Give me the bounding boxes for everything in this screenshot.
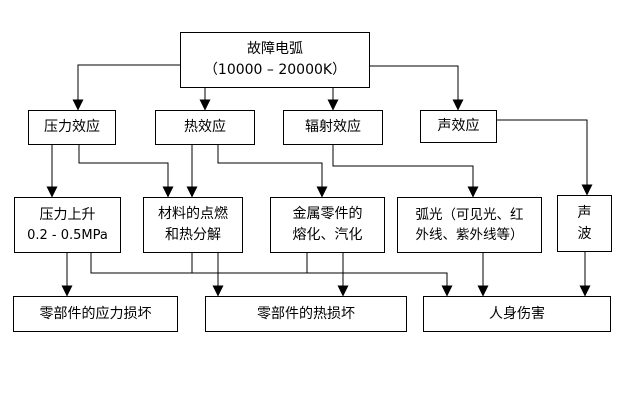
node-arc-light-line1: 弧光（可见光、红 <box>415 206 524 223</box>
node-sound-wave: 声 波 <box>557 195 612 252</box>
node-sound-wave-line2: 波 <box>577 225 592 242</box>
node-heat-effect-label: 热效应 <box>184 119 226 135</box>
node-pressure-effect: 压力效应 <box>28 110 116 145</box>
edge-pressure-effect-to-ignition <box>78 145 174 198</box>
node-radiation-effect-label: 辐射效应 <box>305 119 361 135</box>
node-metal-melting-line1: 金属零件的 <box>292 206 363 222</box>
node-fault-arc: 故障电弧 （10000 – 20000K） <box>180 32 370 88</box>
node-arc-light: 弧光（可见光、红 外线、紫外线等） <box>397 197 542 253</box>
edge-radiation-effect-to-arc-light <box>332 145 479 198</box>
node-material-ignition-line1: 材料的点燃 <box>158 206 228 222</box>
node-personal-injury: 人身伤害 <box>423 296 611 332</box>
node-stress-damage: 零部件的应力损坏 <box>13 296 178 332</box>
edge-root-to-sound-effect <box>370 65 464 111</box>
node-stress-damage-label: 零部件的应力损坏 <box>39 305 152 322</box>
node-thermal-damage: 零部件的热损坏 <box>205 296 407 332</box>
edge-sound-effect-to-sound-wave <box>497 119 593 196</box>
node-radiation-effect: 辐射效应 <box>283 110 383 145</box>
node-pressure-rise-value: 0.2 - 0.5MPa <box>27 227 108 243</box>
node-fault-arc-temperature: （10000 – 20000K） <box>203 62 347 78</box>
node-sound-effect-label: 声效应 <box>437 118 480 134</box>
edge-merged-to-personal-injury <box>90 253 453 297</box>
edge-root-to-pressure-effect <box>72 64 180 111</box>
node-arc-light-line2: 外线、紫外线等） <box>415 227 524 243</box>
node-personal-injury-label: 人身伤害 <box>489 305 545 322</box>
node-heat-effect: 热效应 <box>155 110 255 145</box>
node-metal-melting: 金属零件的 熔化、汽化 <box>270 197 385 253</box>
node-pressure-rise: 压力上升 0.2 - 0.5MPa <box>14 197 121 253</box>
node-fault-arc-title: 故障电弧 <box>247 41 303 57</box>
node-thermal-damage-label: 零部件的热损坏 <box>257 305 355 322</box>
node-sound-wave-line1: 声 <box>577 204 592 221</box>
node-pressure-rise-label: 压力上升 <box>39 206 96 223</box>
edge-heat-effect-to-melting <box>217 145 328 198</box>
node-pressure-effect-label: 压力效应 <box>44 119 100 135</box>
node-material-ignition-line2: 和热分解 <box>165 227 221 243</box>
node-sound-effect: 声效应 <box>420 110 497 143</box>
node-metal-melting-line2: 熔化、汽化 <box>292 227 363 243</box>
node-material-ignition: 材料的点燃 和热分解 <box>143 197 243 253</box>
